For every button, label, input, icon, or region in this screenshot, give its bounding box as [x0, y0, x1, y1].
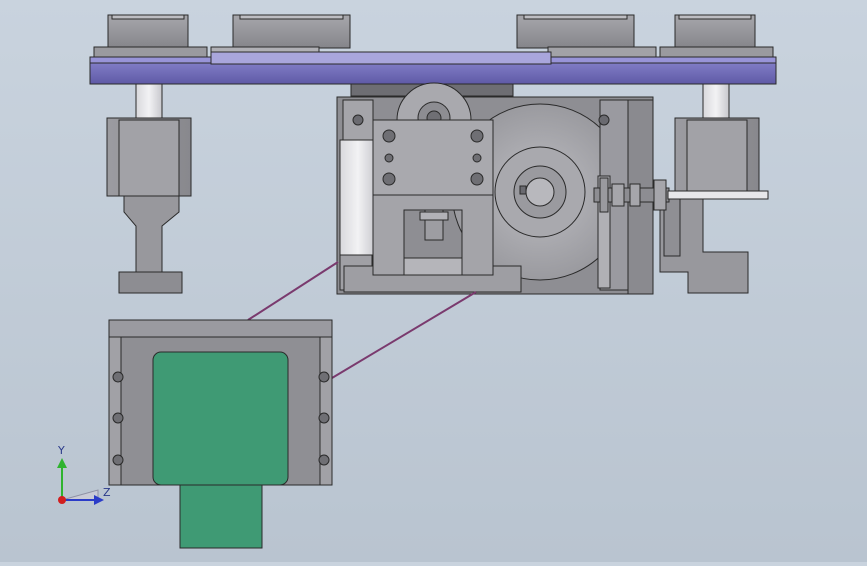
- servo-motor: [152, 351, 289, 549]
- y-axis-arrow-icon: [57, 458, 67, 468]
- z-axis-arrow-icon: [94, 495, 104, 505]
- proximity-sensor: [593, 177, 769, 213]
- drive-belt: [247, 261, 477, 379]
- coordinate-triad[interactable]: [57, 458, 104, 505]
- rotary-plate: [89, 51, 777, 97]
- x-axis-dot: [58, 496, 66, 504]
- y-axis-label: Y: [58, 444, 65, 457]
- right-guide: [659, 83, 760, 294]
- left-guide: [106, 83, 192, 294]
- mounting-block: [372, 119, 494, 276]
- top-block-1: [93, 14, 208, 58]
- top-block-4: [659, 14, 774, 58]
- z-axis-label: Z: [103, 486, 111, 499]
